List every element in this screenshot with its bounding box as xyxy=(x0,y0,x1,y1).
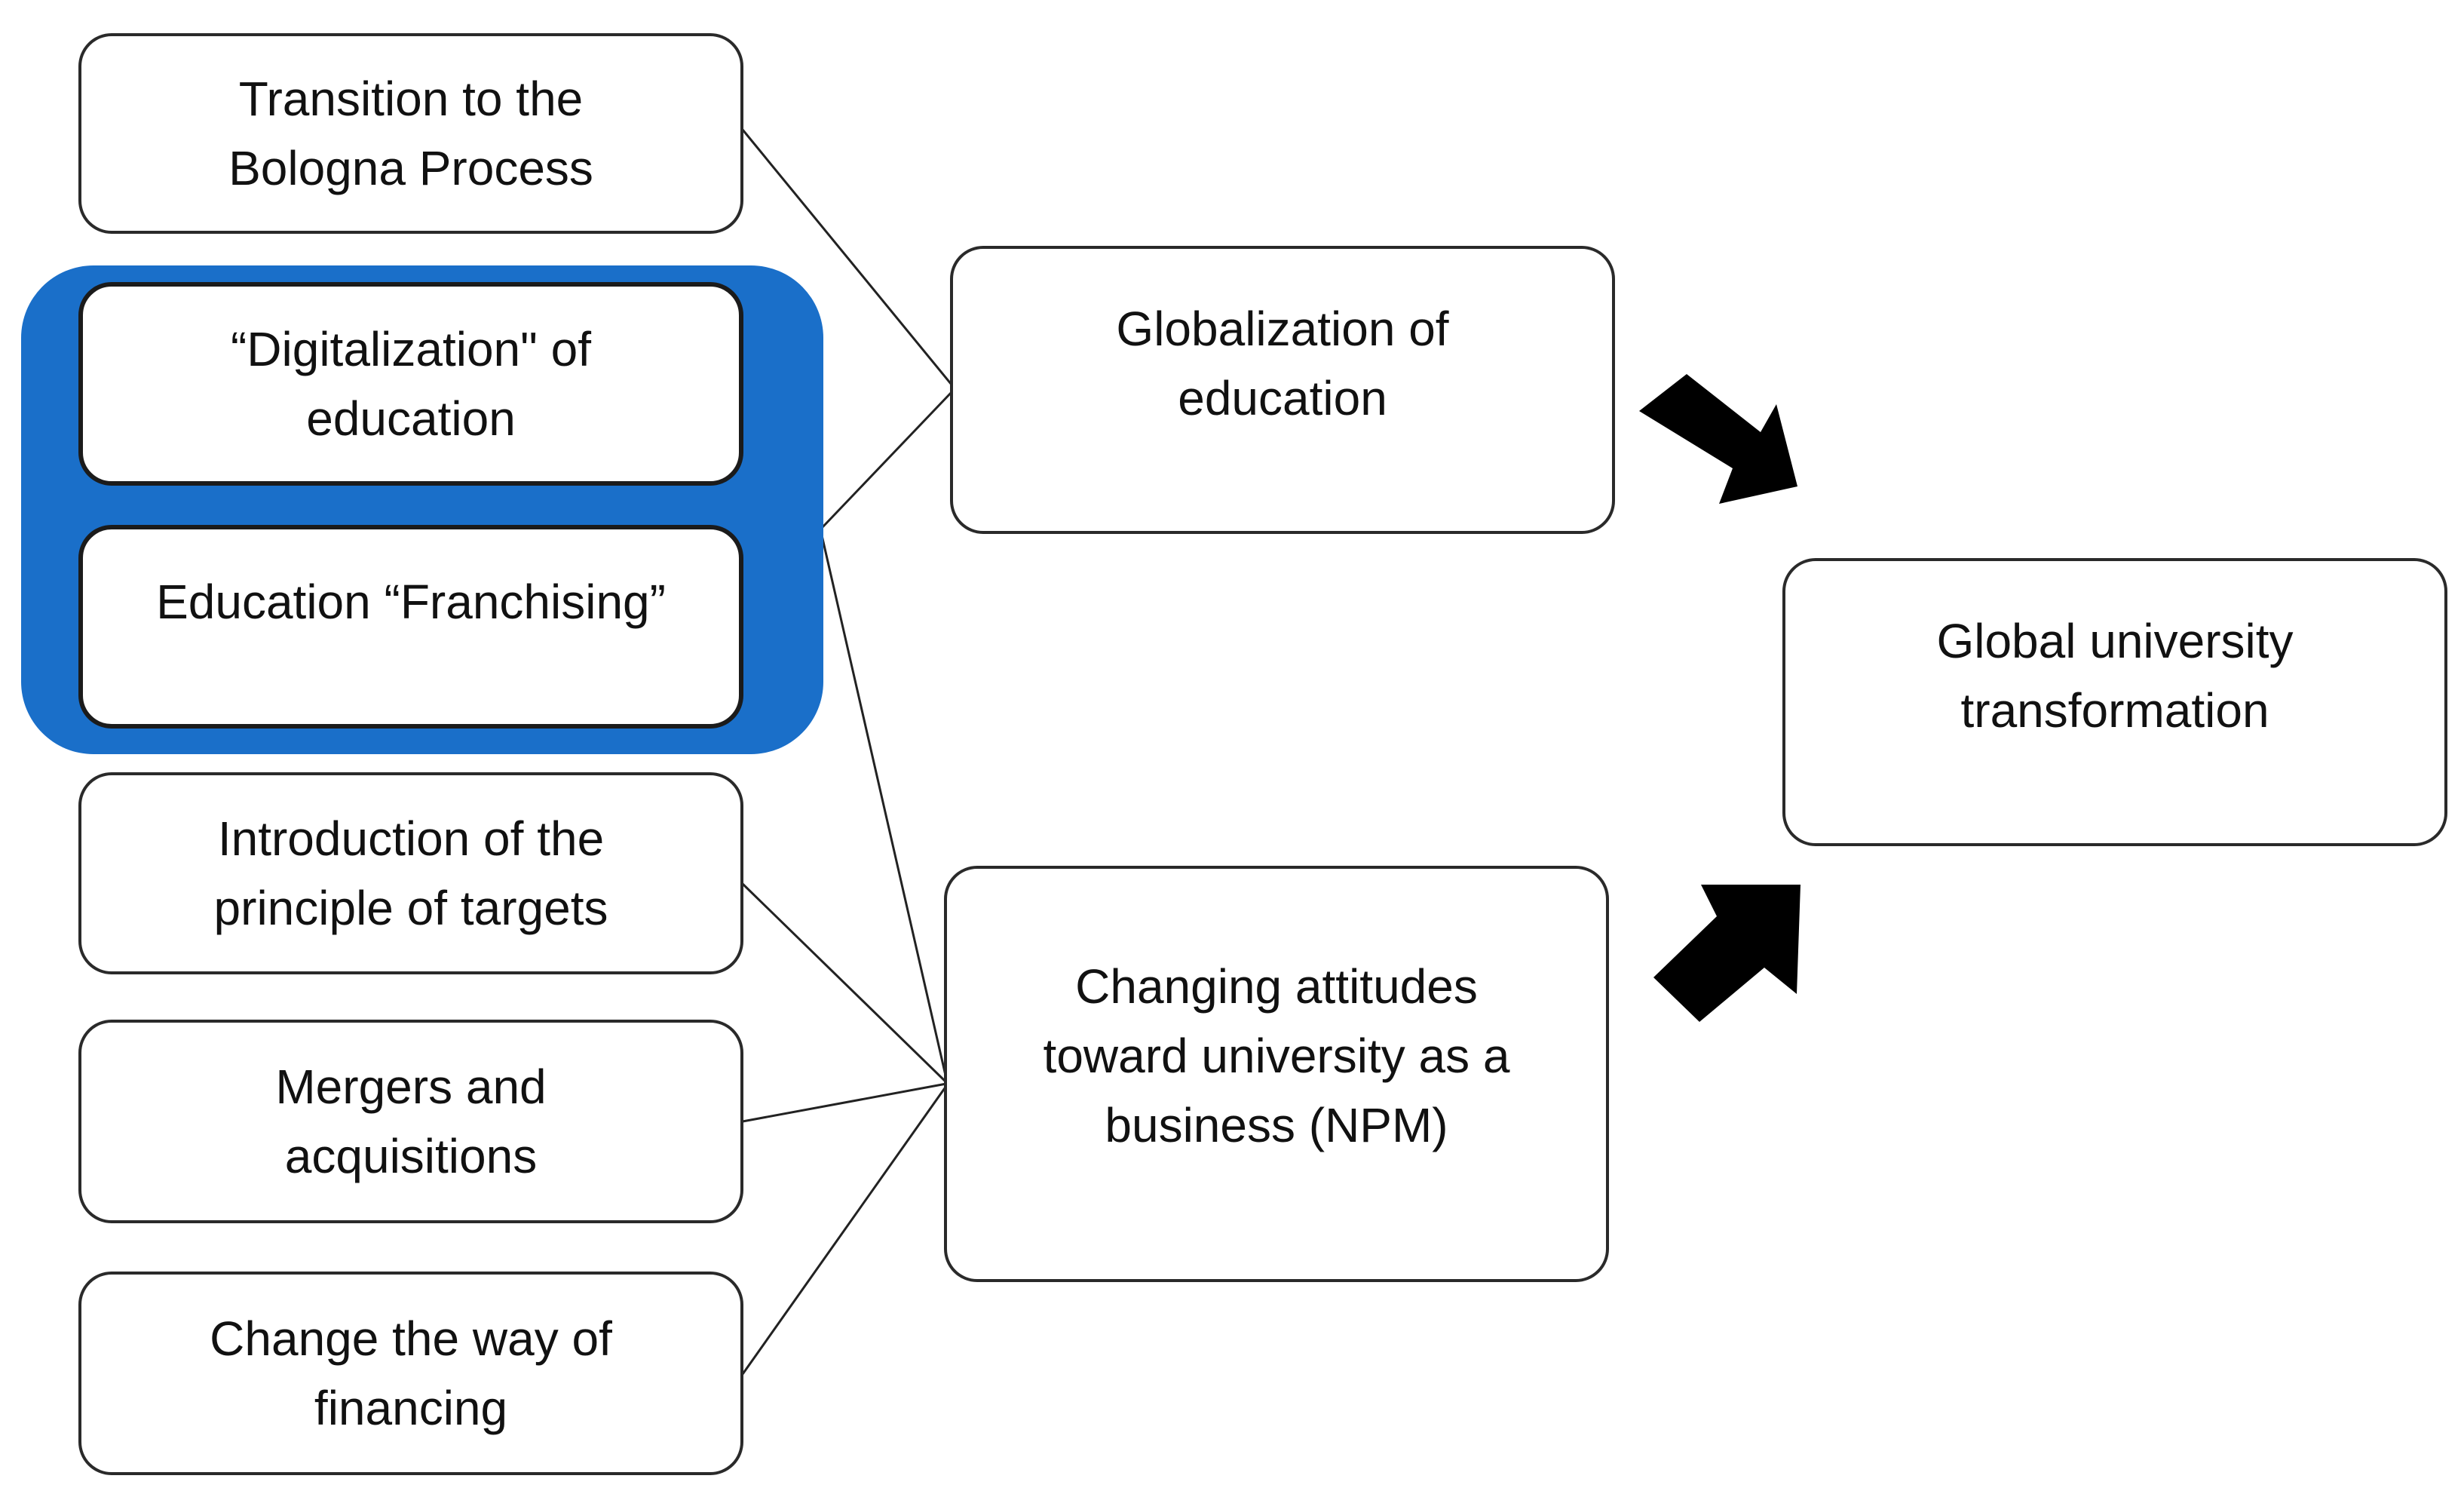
node-franchising-label: Education “Franchising” xyxy=(156,575,666,629)
node-financing-label: Change the way of financing xyxy=(210,1311,612,1435)
node-bologna-process-label: Transition to the Bologna Process xyxy=(228,72,593,195)
connector-group-to-npm xyxy=(820,535,948,1079)
connector-financing-to-npm xyxy=(741,1085,948,1375)
node-targets: Introduction of the principle of targets xyxy=(78,772,743,974)
node-globalization-label: Globalization of education xyxy=(1116,302,1449,425)
node-mergers-label: Mergers and acquisitions xyxy=(275,1060,547,1183)
node-npm-label: Changing attitudes toward university as … xyxy=(1043,959,1510,1152)
block-arrow-npm-to-transformation xyxy=(1653,885,1800,1022)
node-digitalization: “Digitalization" of education xyxy=(78,282,743,486)
node-financing: Change the way of financing xyxy=(78,1272,743,1475)
node-global-transformation: Global university transformation xyxy=(1782,558,2447,846)
node-bologna-process: Transition to the Bologna Process xyxy=(78,33,743,234)
node-mergers: Mergers and acquisitions xyxy=(78,1020,743,1223)
node-franchising: Education “Franchising” xyxy=(78,525,743,729)
node-digitalization-label: “Digitalization" of education xyxy=(230,322,592,446)
connector-mergers-to-npm xyxy=(742,1082,947,1123)
node-globalization: Globalization of education xyxy=(950,246,1615,534)
node-global-transformation-label: Global university transformation xyxy=(1936,614,2294,738)
node-npm: Changing attitudes toward university as … xyxy=(944,866,1609,1282)
connector-group-to-globalization xyxy=(820,391,953,529)
connector-targets-to-npm xyxy=(741,882,948,1084)
block-arrow-globalization-to-transformation xyxy=(1639,374,1797,504)
node-targets-label: Introduction of the principle of targets xyxy=(213,811,608,935)
